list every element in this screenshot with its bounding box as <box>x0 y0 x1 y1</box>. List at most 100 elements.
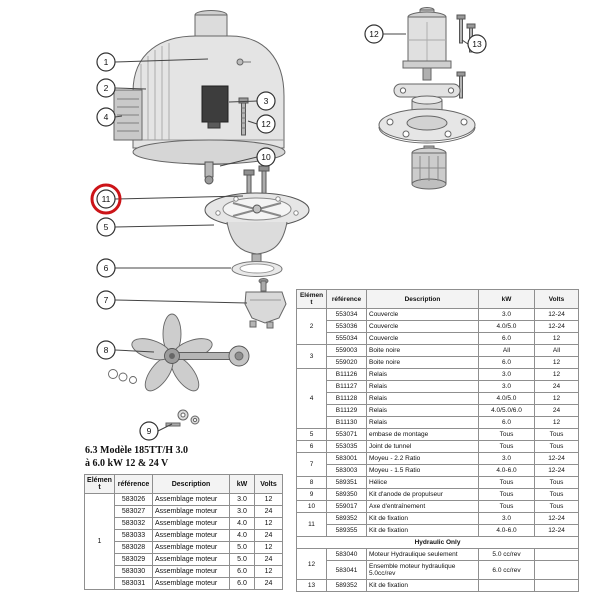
description-cell: Relais <box>366 392 479 405</box>
reference-cell: 553071 <box>326 428 367 441</box>
svg-text:12: 12 <box>261 119 271 129</box>
kw-cell: Tous <box>478 488 535 501</box>
reference-cell: 583031 <box>114 577 153 590</box>
motor-parts-table: Elément référence Description kW Volts 1… <box>84 474 283 590</box>
kw-cell: 6.0 <box>478 356 535 369</box>
reference-cell: 583041 <box>326 560 367 580</box>
kw-cell: 6.0 cc/rev <box>478 560 535 580</box>
kw-cell: 4.0 <box>229 529 255 542</box>
table-header-row: Elément référence Description kW Volts <box>84 474 283 494</box>
callout-13: 13 <box>467 34 487 54</box>
element-number-cell: 8 <box>296 476 327 489</box>
reference-cell: 583032 <box>114 517 153 530</box>
reference-cell: 583033 <box>114 529 153 542</box>
flange-plate <box>393 83 461 98</box>
kw-cell: All <box>478 344 535 357</box>
black-box <box>201 85 229 129</box>
kw-cell: Tous <box>478 428 535 441</box>
table-header-row: Elément référence Description kW Volts <box>296 289 579 309</box>
col-reference: référence <box>326 289 367 309</box>
element-number-cell: 5 <box>296 428 327 441</box>
volts-cell: 12-24 <box>534 524 579 537</box>
volts-cell: 12 <box>254 565 283 578</box>
description-cell: Assemblage moteur <box>152 493 230 506</box>
volts-cell: Tous <box>534 440 579 453</box>
kw-cell: 4.0/5.0 <box>478 392 535 405</box>
vent-bracket <box>113 89 143 141</box>
volts-cell: 12 <box>534 368 579 381</box>
description-cell: Assemblage moteur <box>152 541 230 554</box>
callout-11: 11 <box>96 189 116 209</box>
volts-cell <box>534 579 579 592</box>
volts-cell: All <box>534 344 579 357</box>
volts-cell: 12 <box>534 392 579 405</box>
motor-base-plate <box>132 139 286 165</box>
kw-cell: Tous <box>478 440 535 453</box>
element-number-cell: 4 <box>296 368 327 429</box>
volts-cell <box>534 548 579 561</box>
kw-cell: 4.0 <box>229 517 255 530</box>
reference-cell: 589350 <box>326 488 367 501</box>
description-cell: Assemblage moteur <box>152 565 230 578</box>
kw-cell: 6.0 <box>478 332 535 345</box>
reference-cell: B11130 <box>326 416 367 429</box>
tunnel-gasket <box>231 261 283 277</box>
kw-cell: 3.0 <box>229 493 255 506</box>
description-cell: Assemblage moteur <box>152 517 230 530</box>
kw-cell: 3.0 <box>478 380 535 393</box>
description-cell: Kit de fixation <box>366 524 479 537</box>
hydraulic-only-row: Hydraulic Only <box>296 536 579 549</box>
motor-bolt <box>238 97 249 136</box>
reference-cell: 559020 <box>326 356 367 369</box>
col-description: Description <box>152 474 230 494</box>
volts-cell: 12 <box>254 493 283 506</box>
svg-text:10: 10 <box>261 152 271 162</box>
description-cell: Assemblage moteur <box>152 529 230 542</box>
callout-4: 4 <box>96 107 116 127</box>
element-number-cell: 11 <box>296 512 327 537</box>
reference-cell: 589355 <box>326 524 367 537</box>
kw-cell: Tous <box>478 500 535 513</box>
description-cell: Joint de tunnel <box>366 440 479 453</box>
callout-1: 1 <box>96 52 116 72</box>
svg-text:5: 5 <box>104 222 109 232</box>
mounting-base <box>204 192 310 263</box>
volts-cell: 24 <box>254 553 283 566</box>
element-number-cell: 3 <box>296 344 327 369</box>
kw-cell: 6.0 <box>478 416 535 429</box>
reference-cell: B11127 <box>326 380 367 393</box>
reference-cell: B11128 <box>326 392 367 405</box>
element-number-cell: 1 <box>84 493 115 590</box>
kw-cell: 4.0-6.0 <box>478 464 535 477</box>
description-cell: Couvercle <box>366 320 479 333</box>
volts-cell: Tous <box>534 428 579 441</box>
volts-cell: 12 <box>534 356 579 369</box>
col-volts: Volts <box>254 474 283 494</box>
element-number-cell: 9 <box>296 488 327 501</box>
hydraulic-motor <box>402 7 452 81</box>
description-cell: Assemblage moteur <box>152 505 230 518</box>
fixing-studs <box>243 165 270 195</box>
volts-cell <box>534 560 579 580</box>
volts-cell: 12 <box>534 416 579 429</box>
description-cell: Couvercle <box>366 332 479 345</box>
callout-12-hydraulic: 12 <box>364 24 384 44</box>
element-number-cell: 10 <box>296 500 327 513</box>
kw-cell: 5.0 <box>229 541 255 554</box>
section-title-line2: à 6.0 kW 12 & 24 V <box>85 458 169 469</box>
